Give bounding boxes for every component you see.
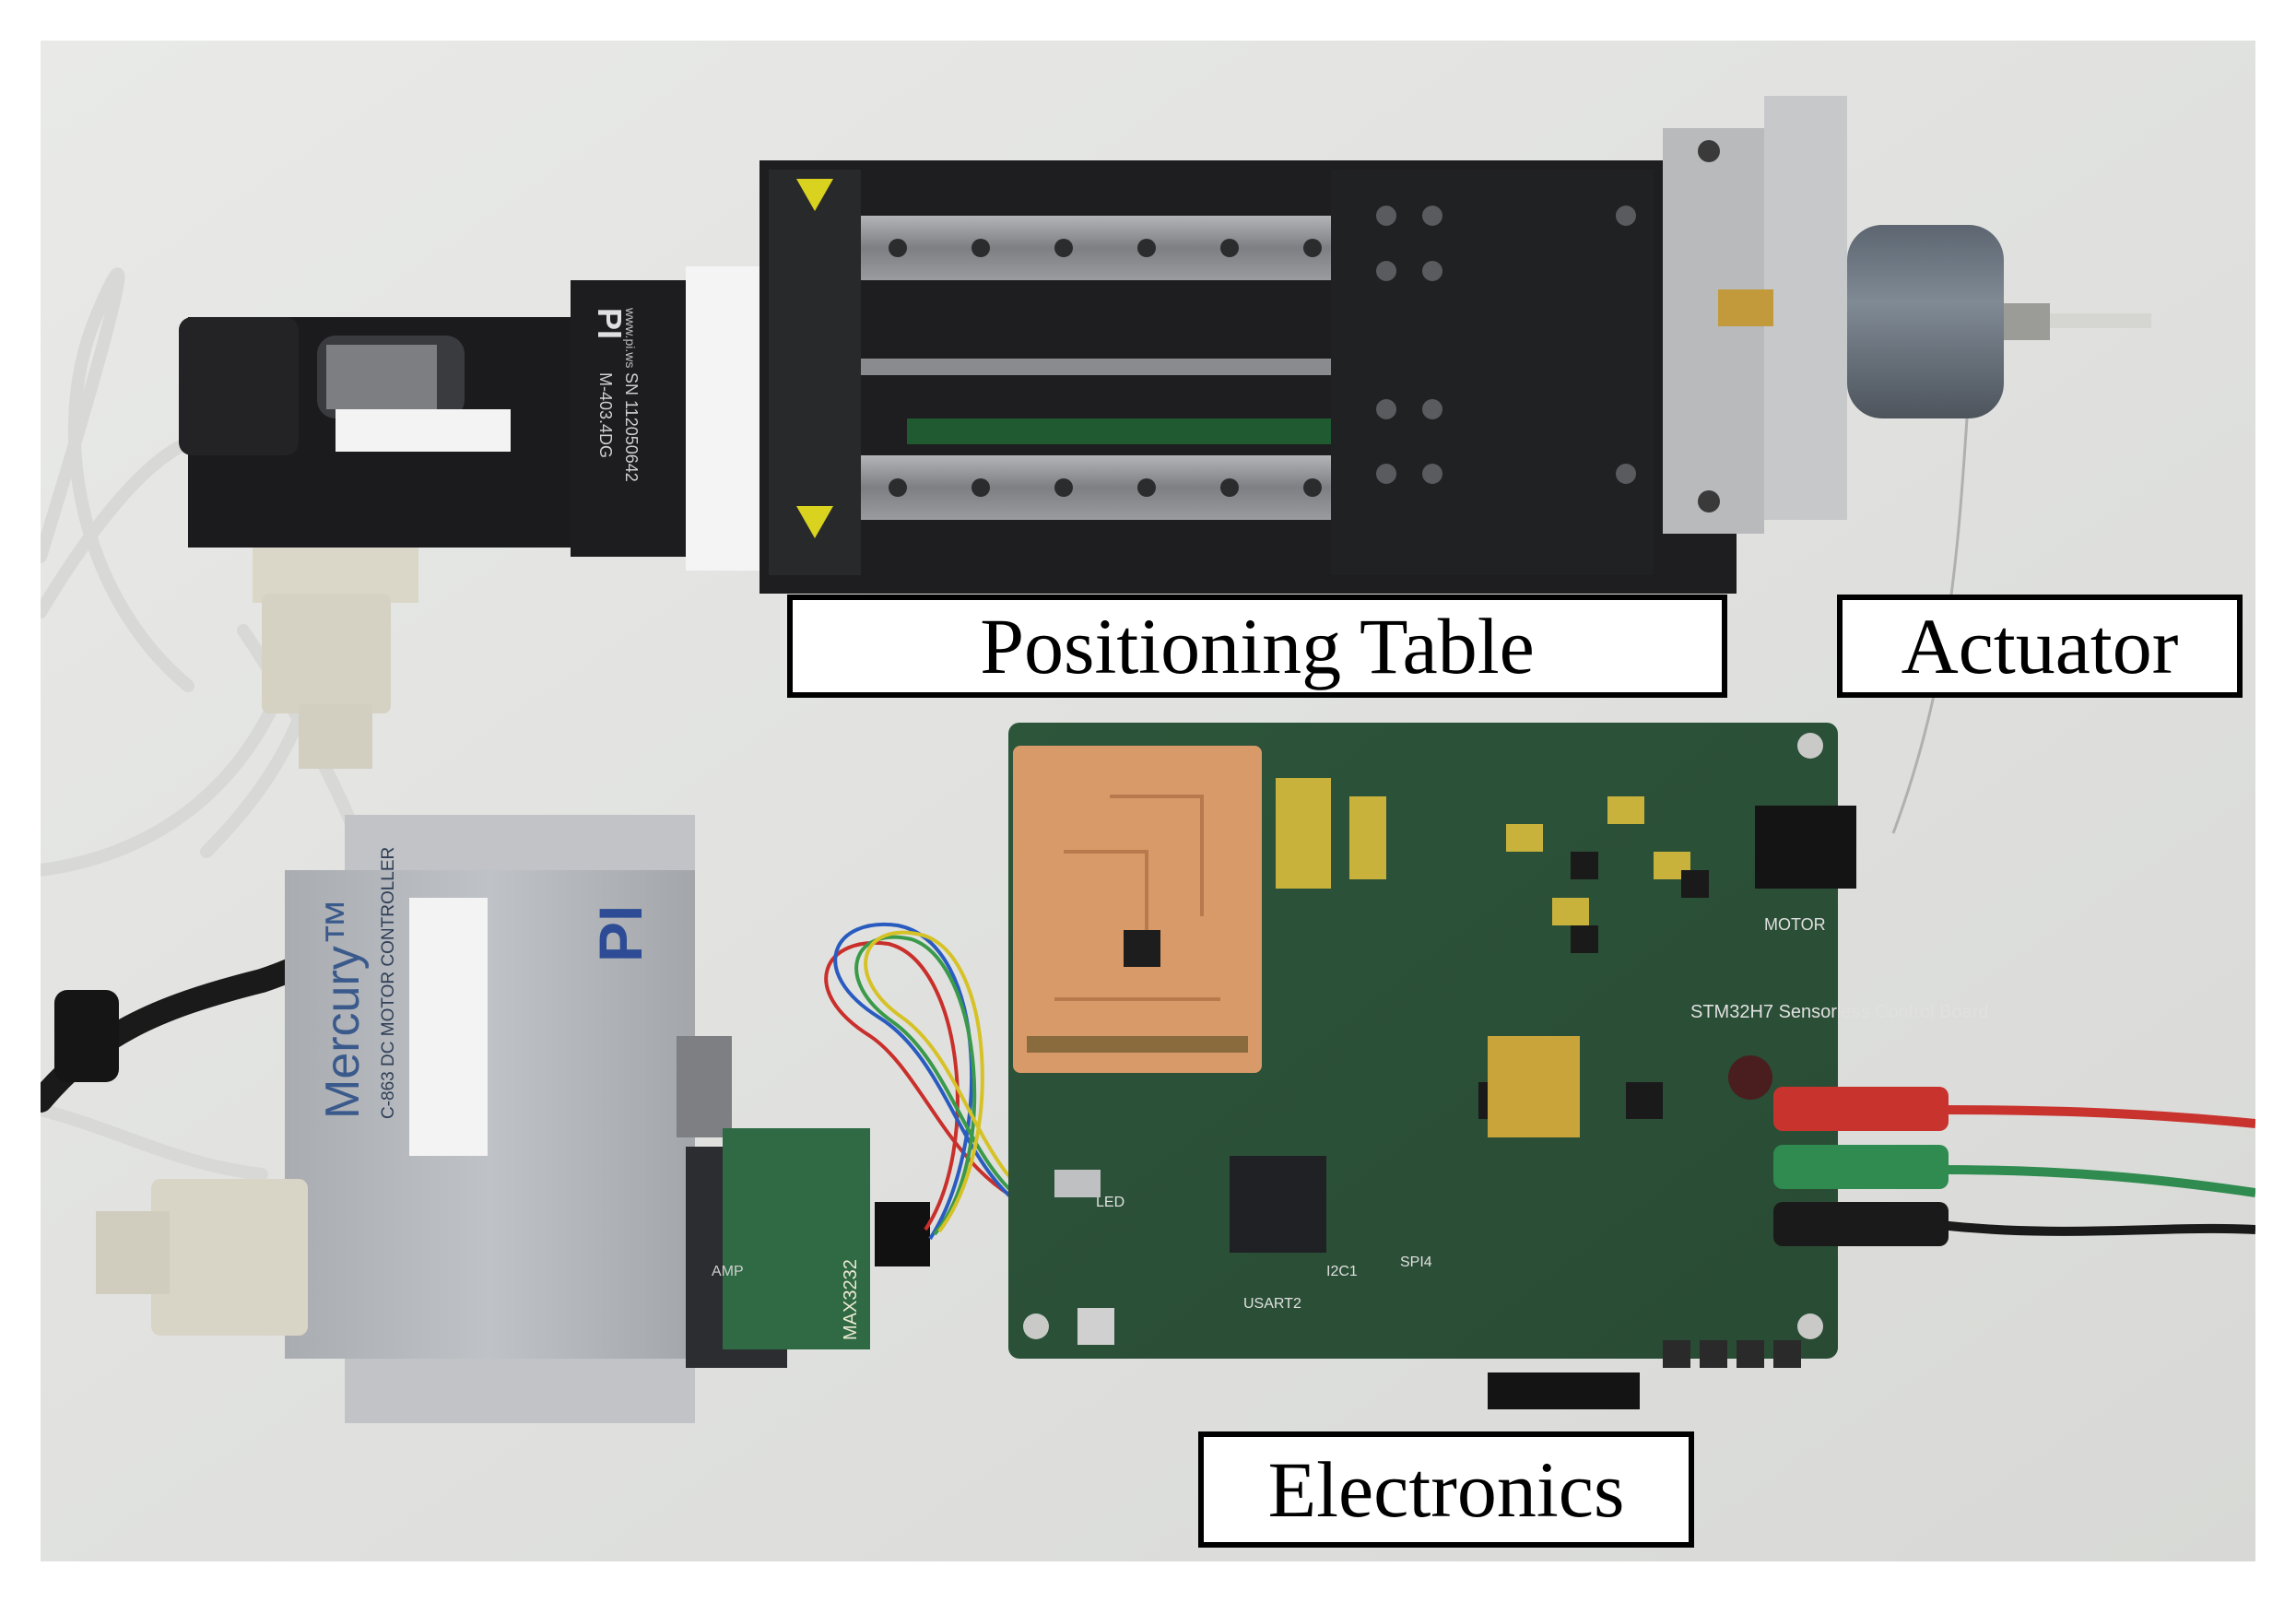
board-i2c-label: I2C1 — [1326, 1264, 1358, 1279]
red-banana-plug — [1773, 1087, 1949, 1131]
stage-serial: SN 112050642 — [622, 372, 641, 482]
positioning-table-label: Positioning Table — [787, 595, 1727, 698]
controller-db9-port — [677, 1036, 732, 1137]
stage-aluminium-bracket — [1663, 128, 1764, 534]
mercury-controller: Mercury™ C-863 DC MOTOR CONTROLLER PI — [96, 815, 732, 1423]
daughter-chip — [1124, 930, 1160, 967]
stm32-control-board: MOTOR STM32H7 Sensorless Control Board L… — [1008, 723, 1988, 1409]
controller-heatsink-top — [345, 815, 695, 870]
controller-heatsink-bottom — [345, 1359, 695, 1423]
motor-cap — [179, 317, 299, 455]
adapter-chip-label: MAX3232 — [841, 1259, 861, 1340]
jumper-wires — [824, 922, 1055, 1241]
cable-ferrite — [54, 990, 119, 1082]
board-motor-label: MOTOR — [1764, 915, 1826, 934]
actuator-cylinder — [1847, 225, 2004, 418]
actuator-shaft — [2050, 313, 2151, 328]
rs232-adapter: MAX3232 AMP — [686, 1128, 930, 1368]
lab-setup-photo: PI M-403.4DG SN 112050642 www.pi.ws — [41, 41, 2255, 1561]
stage-warning-sticker-top — [796, 179, 833, 211]
stage-encoder-strip — [907, 418, 1340, 444]
board-usart-label: USART2 — [1243, 1296, 1301, 1312]
green-banana-plug — [1773, 1145, 1949, 1189]
controller-box — [285, 870, 695, 1359]
board-bottom-header — [1488, 1372, 1640, 1409]
controller-serial-plug — [151, 1179, 308, 1336]
controller-logo: PI — [586, 905, 654, 962]
positioning-stage: PI M-403.4DG SN 112050642 www.pi.ws — [179, 96, 1847, 594]
board-mcu — [1230, 1156, 1326, 1253]
motor-metal-band — [326, 345, 437, 409]
stage-warning-sticker-bottom — [796, 506, 833, 538]
stage-model: M-403.4DG — [596, 372, 615, 458]
bracket-brass-screw — [1718, 289, 1773, 326]
controller-brand: Mercury™ — [316, 898, 370, 1119]
adapter-header — [875, 1202, 930, 1266]
adapter-amp-label: AMP — [712, 1264, 744, 1279]
photo-scene: PI M-403.4DG SN 112050642 www.pi.ws — [41, 41, 2255, 1561]
actuator-nut — [2004, 303, 2050, 340]
electronics-label: Electronics — [1198, 1431, 1694, 1548]
board-capacitor — [1728, 1055, 1772, 1100]
copper-daughter-board — [1013, 746, 1262, 1073]
adapter-pcb — [723, 1128, 870, 1349]
board-led-label: LED — [1096, 1195, 1124, 1210]
board-usb-port — [1054, 1170, 1101, 1197]
banana-cables — [1773, 1087, 2255, 1246]
controller-white-label — [409, 898, 488, 1156]
stage-carriage — [1331, 170, 1654, 575]
board-yellow-tape — [1488, 1036, 1580, 1137]
board-button — [1077, 1308, 1114, 1345]
actuator — [1847, 225, 2151, 834]
motor-sticker — [336, 409, 511, 452]
black-banana-plug — [1773, 1202, 1949, 1246]
controller-model: C-863 DC MOTOR CONTROLLER — [379, 847, 398, 1119]
board-title: STM32H7 Sensorless Control Board — [1690, 1002, 1988, 1022]
stage-id-plate — [571, 280, 686, 557]
stage-logo: PI — [591, 308, 629, 339]
actuator-label: Actuator — [1837, 595, 2243, 698]
board-motor-connector — [1755, 806, 1856, 889]
actuator-mount-plate — [1764, 96, 1847, 520]
stage-url: www.pi.ws — [623, 307, 638, 368]
serial-cable-stage — [253, 548, 418, 769]
board-spi-label: SPI4 — [1400, 1255, 1432, 1270]
stage-white-label — [686, 266, 764, 571]
